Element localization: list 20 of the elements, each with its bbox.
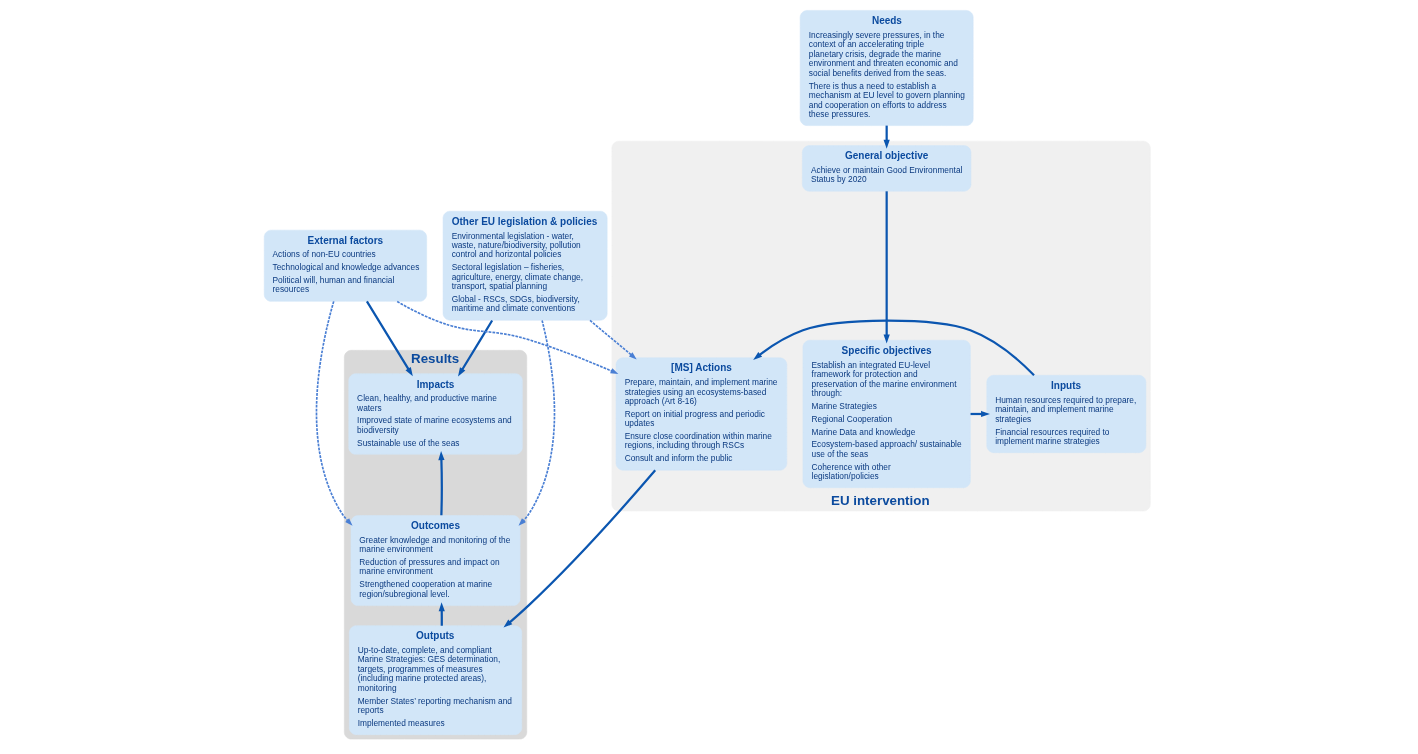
node-box: Outputs Up-to-date, complete, and compliant Marine Strategies: GES determination, targets, programmes of measures (including marine protected areas), monitoring Member States’ reporting mechanism and reports Implemented measures <box>348 625 522 735</box>
node-box: External factors Actions of non-EU countries Technological and knowledge advances Political will, human and financial resources <box>263 229 427 302</box>
node-box: Needs Increasingly severe pressures, in the context of an accelerating triple planetary crisis, degrade the marine environment and threaten economic and social benefits derived from the seas. There is thus a need to establish a mechanism at EU level to govern planning and cooperation on efforts to address these pressures. <box>799 10 973 126</box>
arrow <box>365 300 413 377</box>
node-box: [MS] Actions Prepare, maintain, and implement marine strategies using an ecosystems-based approach (Art 8-16) Report on initial progress and periodic updates Ensure close coordination within marine regions, including through RSCs Consult and inform the public <box>615 357 787 471</box>
arrow <box>518 319 555 526</box>
node-box: Outcomes Greater knowledge and monitoring of the marine environment Reduction of pressures and impact on marine environment Strengthened cooperation at marine region/subregional level. <box>350 515 520 606</box>
node-box: Specific objectives Establish an integrated EU-level framework for protection and preservation of the marine environment through: Marine Strategies Regional Cooperation Marine Data and knowledge Ecosystem-based approach/ sustainable use of the seas Coherence with other legislation/policies <box>802 340 971 488</box>
arrow <box>503 469 656 628</box>
arrow <box>457 319 493 377</box>
arrow <box>437 451 445 516</box>
node-box: General objective Achieve or maintain Good Environmental Status by 2020 <box>801 145 971 192</box>
arrow <box>883 191 890 344</box>
arrow <box>752 319 1035 376</box>
node-box: Impacts Clean, healthy, and productive marine waters Improved state of marine ecosystems and biodiversity Sustainable use of the seas <box>348 373 523 455</box>
node-box: Inputs Human resources required to prepare, maintain, and implement marine strategies Financial resources required to implement marine strategies <box>986 375 1146 453</box>
arrow <box>315 300 353 526</box>
arrow <box>588 319 637 360</box>
node-box: Other EU legislation & policies Environmental legislation - water, waste, nature/biodiversity, pollution control and horizontal policies Sectoral legislation – fisheries, agriculture, energy, climate change, transport, spatial planning Global - RSCs, SDGs, biodiversity, maritime and climate conventions <box>442 210 607 321</box>
arrow <box>395 300 618 374</box>
